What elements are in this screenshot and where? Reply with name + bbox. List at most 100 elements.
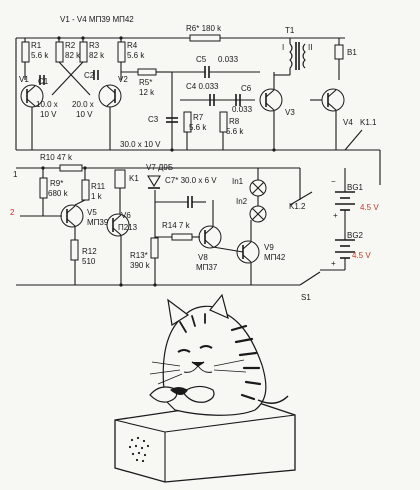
label-bg2: BG2 [347, 231, 364, 240]
kitten-eye-left [177, 349, 191, 353]
label-c7: C7* 30.0 x 6 V [165, 176, 217, 185]
label-t1-primary: I [282, 43, 284, 52]
label-s1: S1 [301, 293, 311, 302]
value-r13: 390 k [130, 261, 151, 270]
kitten-illustration [114, 293, 296, 483]
header-label: V1 - V4 МП39 МП42 [60, 15, 134, 24]
transistor-v8 [198, 225, 222, 249]
value-r2: 82 k [65, 51, 81, 60]
value-r9: 680 k [48, 189, 69, 198]
value-c1: 10.0 x [36, 100, 58, 109]
value-v5: МП39 [87, 218, 109, 227]
resistor-r11 [81, 179, 90, 201]
label-t1: T1 [285, 26, 295, 35]
label-r3: R3 [89, 41, 100, 50]
resistor-r1 [21, 41, 30, 63]
label-r6: R6* 180 k [186, 24, 222, 33]
diode-v7 [147, 175, 161, 188]
terminal-1: 1 [13, 170, 18, 179]
resistor-r14 [171, 233, 193, 241]
resistor-r10 [59, 164, 83, 172]
value-r4: 5.6 k [127, 51, 145, 60]
label-v1: V1 [19, 75, 29, 84]
label-b1: B1 [347, 48, 357, 57]
value-bg1: 4.5 V [360, 203, 379, 212]
bg1-minus: − [331, 177, 336, 186]
label-r10: R10 47 k [40, 153, 73, 162]
transistor-v5 [60, 204, 84, 228]
kitten-paw-left [149, 386, 178, 403]
value-r1: 5.6 k [31, 51, 49, 60]
label-k1-2: K1.2 [289, 202, 306, 211]
label-r7: R7 [193, 113, 204, 122]
label-v5: V5 [87, 208, 97, 217]
label-r4: R4 [127, 41, 138, 50]
label-r9: R9* [50, 179, 63, 188]
label-c3: C3 [148, 115, 159, 124]
resistor-r12 [70, 239, 79, 261]
resistor-r4 [117, 41, 126, 63]
contact-k1-1 [344, 129, 363, 151]
transistor-v6 [106, 213, 130, 237]
label-r11: R11 [91, 182, 106, 191]
kitten-eye-right [199, 345, 213, 349]
value-v8: МП37 [196, 263, 218, 272]
resistor-r6 [189, 34, 221, 42]
resistor-r9 [39, 177, 48, 199]
value-v6: П213 [118, 223, 138, 232]
label-v2: V2 [118, 75, 128, 84]
kitten-ear-right [209, 293, 229, 320]
bg2-plus: + [331, 259, 336, 268]
value-c2-volt: 10 V [76, 110, 93, 119]
kitten-ear-left [167, 298, 190, 326]
label-v6: V6 [121, 211, 131, 220]
transistor-v9 [236, 240, 260, 264]
transformer-t1 [289, 43, 293, 69]
label-in2: In2 [236, 197, 248, 206]
label-v7: V7 Д9Б [146, 163, 173, 172]
speaker-b1 [334, 44, 344, 60]
terminal-2: 2 [10, 208, 15, 217]
speaker-grille-icon [128, 436, 150, 463]
label-v9: V9 [264, 243, 274, 252]
label-k1-1: K1.1 [360, 118, 377, 127]
label-in1: In1 [232, 177, 244, 186]
label-c6: C6 [241, 84, 252, 93]
resistor-r5 [137, 68, 157, 76]
label-r13: R13* [130, 251, 148, 260]
label-v4: V4 [343, 118, 353, 127]
switch-s1 [299, 271, 321, 286]
kitten-paw-right [182, 385, 215, 403]
value-c1-volt: 10 V [40, 110, 57, 119]
label-r5: R5* [139, 78, 152, 87]
value-c5: 0.033 [218, 55, 239, 64]
label-r12: R12 [82, 247, 97, 256]
label-r2: R2 [65, 41, 76, 50]
kitten-tail [257, 395, 289, 404]
value-r11: 1 k [91, 192, 103, 201]
value-c2: 20.0 x [72, 100, 94, 109]
contact-k1-2 [289, 191, 313, 206]
resistor-r3 [79, 41, 88, 63]
value-c6: 0.033 [232, 105, 253, 114]
label-c4: C4 0.033 [186, 82, 219, 91]
label-k1: K1 [129, 174, 139, 183]
transistor-v3 [259, 88, 283, 112]
value-r12: 510 [82, 257, 96, 266]
label-r14: R14 7 k [162, 221, 191, 230]
value-r5: 12 k [139, 88, 155, 97]
value-r3: 82 k [89, 51, 105, 60]
label-r8: R8 [229, 117, 240, 126]
label-v3: V3 [285, 108, 295, 117]
label-r1: R1 [31, 41, 42, 50]
kitten-whiskers [149, 359, 247, 385]
label-v8: V8 [198, 253, 208, 262]
resistor-r13 [150, 237, 159, 259]
label-bg1: BG1 [347, 183, 364, 192]
bg1-plus: + [333, 211, 338, 220]
label-c1: C1 [38, 77, 49, 86]
value-r7: 5.6 k [189, 123, 207, 132]
value-r8: 5.6 k [226, 127, 244, 136]
